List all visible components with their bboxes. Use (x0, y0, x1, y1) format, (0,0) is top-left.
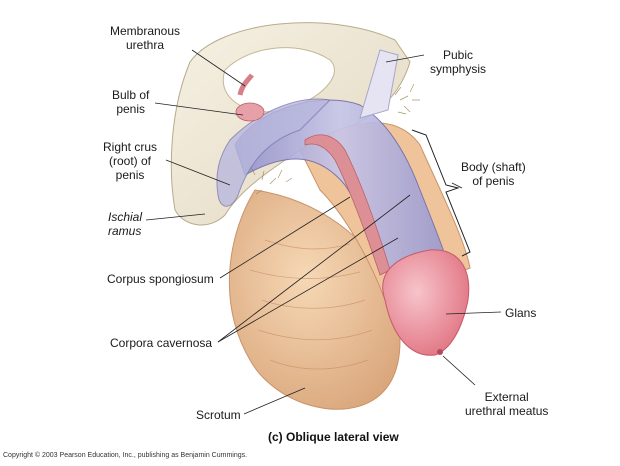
pubic-symphysis-shape (359, 49, 399, 119)
leader-right-crus (165, 159, 231, 186)
leader-bulb-of-penis (154, 102, 244, 116)
label-right-crus: Right crus (root) of penis (103, 140, 158, 182)
label-external-urethral-meatus: External urethral meatus (465, 390, 549, 418)
membranous-urethra-shape (237, 73, 254, 96)
copyright-notice: Copyright © 2003 Pearson Education, Inc.… (3, 452, 248, 459)
obturator-opening (222, 47, 335, 113)
body-bracket (411, 129, 471, 257)
leader-membranous-urethra (191, 49, 246, 87)
external-urethral-meatus-shape (437, 349, 443, 355)
label-glans: Glans (505, 306, 537, 320)
scrotum-wrinkles (249, 239, 373, 370)
leader-external-meatus (442, 355, 476, 386)
corpus-spongiosum-shape (304, 134, 391, 276)
figure-caption: (c) Oblique lateral view (268, 430, 399, 444)
glans-shape (382, 249, 470, 356)
label-ischial-ramus: Ischial ramus (108, 210, 143, 238)
label-corpora-cavernosa: Corpora cavernosa (110, 336, 213, 350)
leader-glans (445, 311, 502, 315)
leader-body-of-penis (451, 182, 463, 189)
leader-pubic-symphysis (385, 54, 425, 63)
label-membranous-urethra: Membranous urethra (110, 24, 181, 52)
corpora-cavernosa-shape (234, 99, 446, 281)
bulb-of-penis-shape (235, 102, 265, 122)
label-bulb-of-penis: Bulb of penis (112, 88, 150, 116)
label-body-of-penis: Body (shaft) of penis (461, 160, 526, 188)
label-scrotum: Scrotum (196, 408, 241, 422)
leader-lines (145, 49, 502, 415)
leader-corpus-spongiosum (219, 196, 351, 279)
label-corpus-spongiosum: Corpus spongiosum (107, 272, 214, 286)
leader-cavernosa-1 (217, 194, 411, 343)
leader-ischial-ramus (145, 213, 206, 221)
right-crus-shape (216, 98, 332, 207)
pubic-hair (250, 83, 420, 195)
label-pubic-symphysis: Pubic symphysis (430, 48, 487, 76)
leader-cavernosa-2 (217, 237, 399, 343)
leader-scrotum (243, 387, 306, 415)
